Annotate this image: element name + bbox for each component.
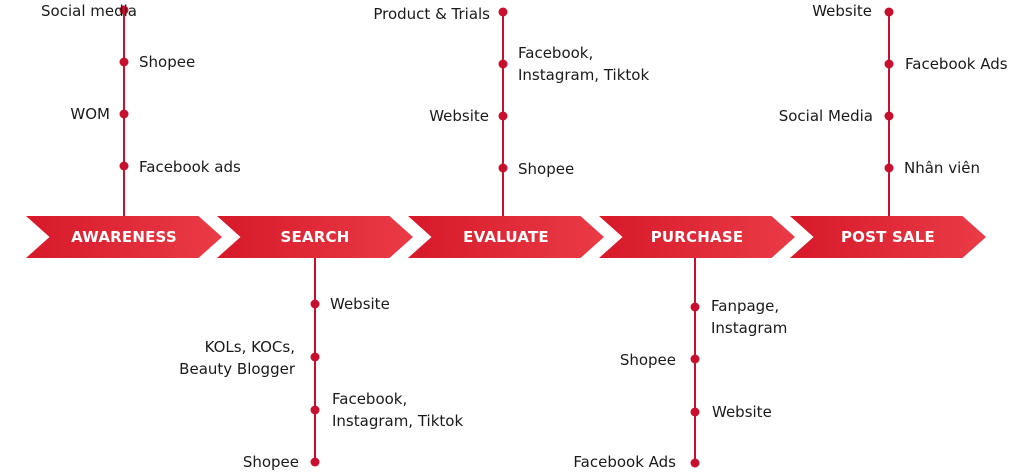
touchpoint-dot <box>498 7 508 17</box>
touchpoint-dot <box>498 163 508 173</box>
touchpoint-label: Website <box>812 2 872 20</box>
touchpoint-dot <box>119 161 129 171</box>
touchpoint-dot <box>884 163 894 173</box>
touchpoint-label: Website <box>712 403 772 421</box>
stage-search: SEARCH <box>217 216 413 258</box>
stage-label: SEARCH <box>280 228 350 246</box>
touchpoint-label: Website <box>330 295 390 313</box>
touchpoint-label: Facebook, Instagram, Tiktok <box>518 44 650 84</box>
touchpoint-label: Fanpage, Instagram <box>711 297 788 337</box>
touchpoint-dot <box>884 7 894 17</box>
touchpoint-label: Shopee <box>242 453 299 471</box>
touchpoint-label: Shopee <box>139 53 196 71</box>
stage-purchase: PURCHASE <box>599 216 795 258</box>
touchpoint-dot <box>310 405 320 415</box>
stage-label: EVALUATE <box>463 228 549 246</box>
touchpoint-label: Facebook, Instagram, Tiktok <box>332 390 464 430</box>
touchpoint-dot <box>690 407 700 417</box>
touchpoint-dot <box>310 352 320 362</box>
touchpoint-dot <box>119 109 129 119</box>
touchpoint-label: WOM <box>70 105 110 123</box>
stage-evaluate: EVALUATE <box>408 216 604 258</box>
touchpoint-label: Facebook Ads <box>573 453 676 471</box>
touchpoint-dot <box>498 111 508 121</box>
touchpoint-label: KOLs, KOCs, Beauty Blogger <box>179 338 295 378</box>
touchpoint-dot <box>310 299 320 309</box>
touchpoint-dot <box>884 59 894 69</box>
touchpoint-dot <box>310 457 320 467</box>
touchpoint-label: Social Media <box>778 107 873 125</box>
stage-label: AWARENESS <box>71 228 177 246</box>
touchpoint-dot <box>119 5 129 15</box>
touchpoint-dot <box>690 302 700 312</box>
touchpoint-label: Facebook ads <box>139 158 241 176</box>
touchpoint-dot <box>690 458 700 468</box>
stage-post-sale: POST SALE <box>790 216 986 258</box>
touchpoint-label: Social media <box>41 2 137 20</box>
touchpoint-dot <box>690 354 700 364</box>
touchpoint-label: Shopee <box>619 351 676 369</box>
touchpoint-label: Product & Trials <box>373 5 490 23</box>
touchpoint-label: Facebook Ads <box>905 55 1008 73</box>
touchpoint-dot <box>119 57 129 67</box>
stage-awareness: AWARENESS <box>26 216 222 258</box>
touchpoint-label: Shopee <box>518 160 575 178</box>
stage-label: PURCHASE <box>650 228 744 246</box>
touchpoint-dot <box>498 59 508 69</box>
stage-label: POST SALE <box>840 228 936 246</box>
touchpoint-dot <box>884 111 894 121</box>
touchpoint-label: Website <box>429 107 489 125</box>
touchpoint-label: Nhân viên <box>904 159 980 177</box>
